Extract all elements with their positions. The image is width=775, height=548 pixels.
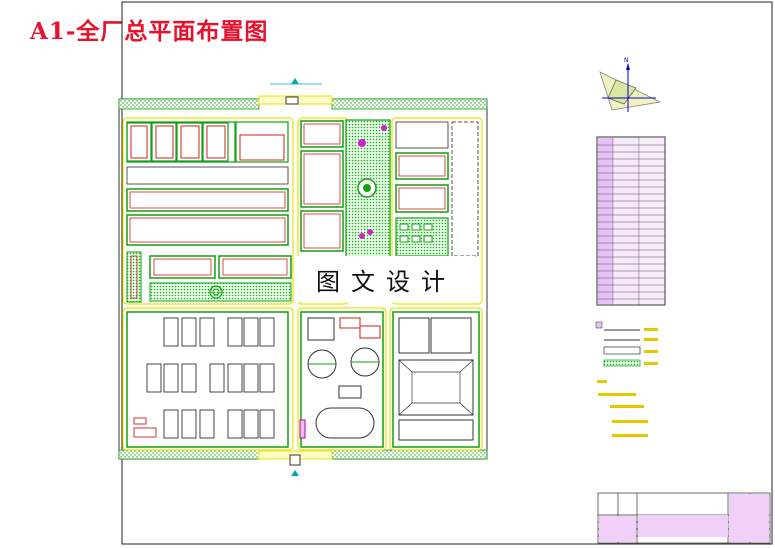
north-arrow-icon [599, 63, 662, 112]
long-buildings-left [126, 166, 289, 246]
main-gate-south [258, 450, 333, 476]
watermark-text: 图文设计 [297, 256, 475, 302]
office-building [235, 121, 289, 163]
green-belt-left [126, 251, 292, 303]
reservoir-area [392, 311, 480, 448]
north-label: N [624, 57, 629, 64]
right-top-buildings [395, 121, 479, 257]
title-block [597, 492, 771, 544]
central-park [345, 119, 391, 261]
building-schedule-table [596, 136, 666, 306]
middle-column [300, 120, 344, 252]
tank-field [126, 311, 289, 448]
drawing-title: A1-全厂总平面布置图 [30, 18, 269, 45]
roads [122, 117, 483, 451]
sheet-border [121, 1, 773, 545]
main-gate-north [258, 78, 333, 105]
treatment-area [299, 311, 384, 448]
legend [595, 321, 658, 437]
buildings-red-top-left [130, 125, 285, 161]
